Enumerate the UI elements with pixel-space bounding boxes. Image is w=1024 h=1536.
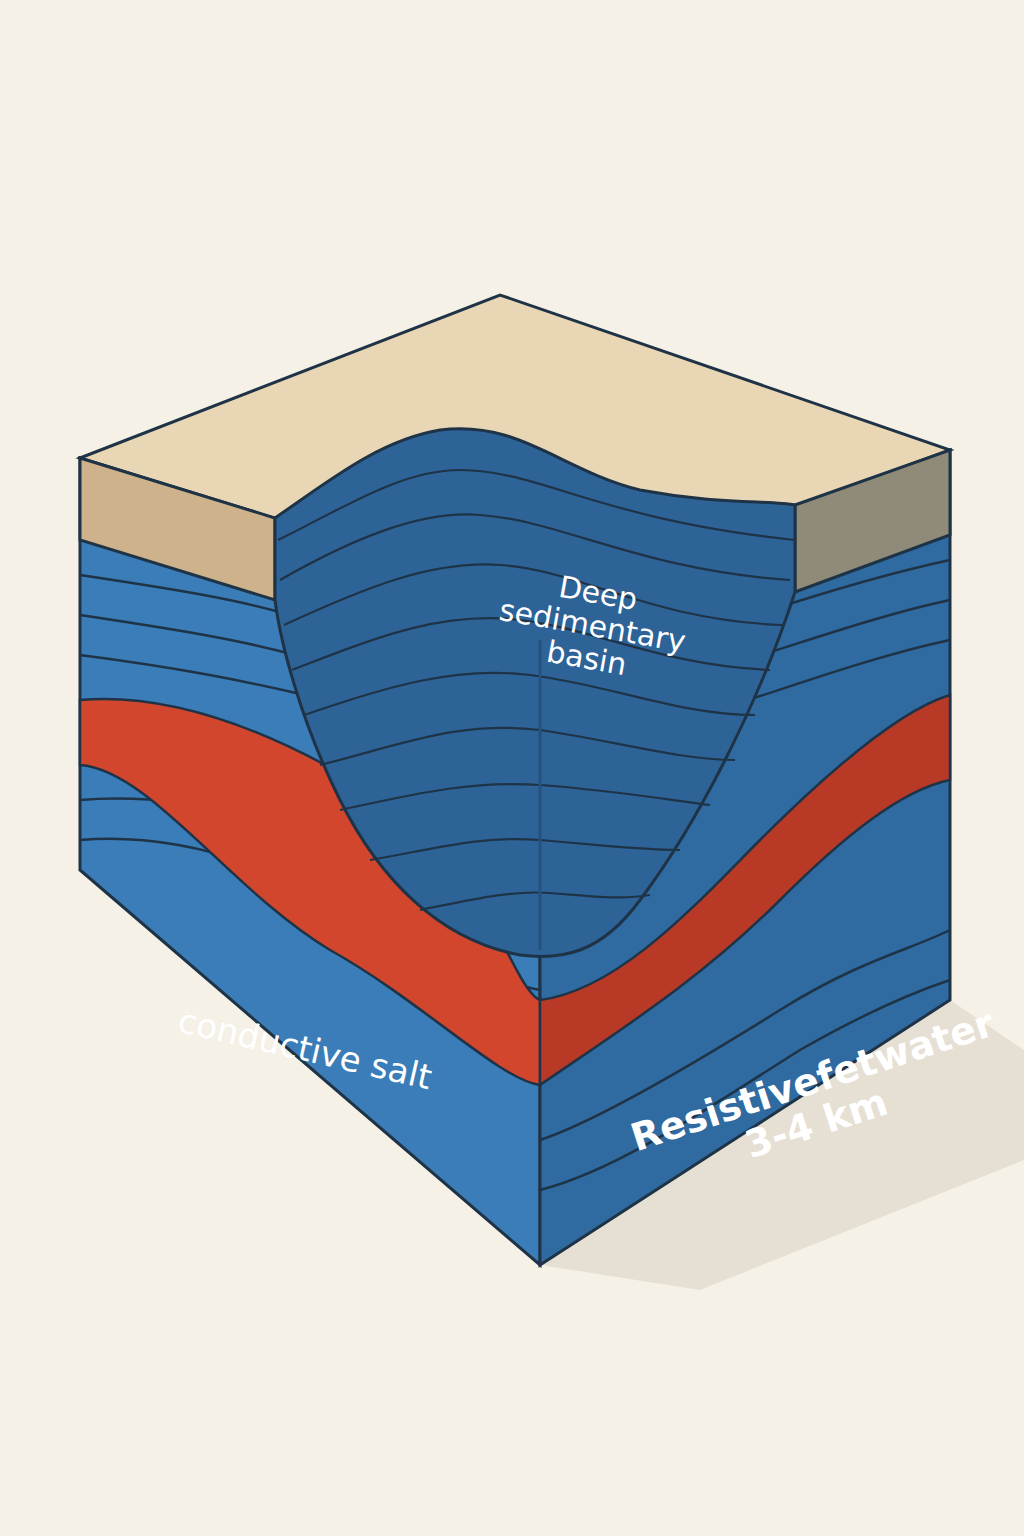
soil-right — [795, 450, 950, 592]
basin-strata — [278, 470, 795, 950]
basin — [275, 429, 795, 957]
soil-left — [80, 458, 275, 600]
